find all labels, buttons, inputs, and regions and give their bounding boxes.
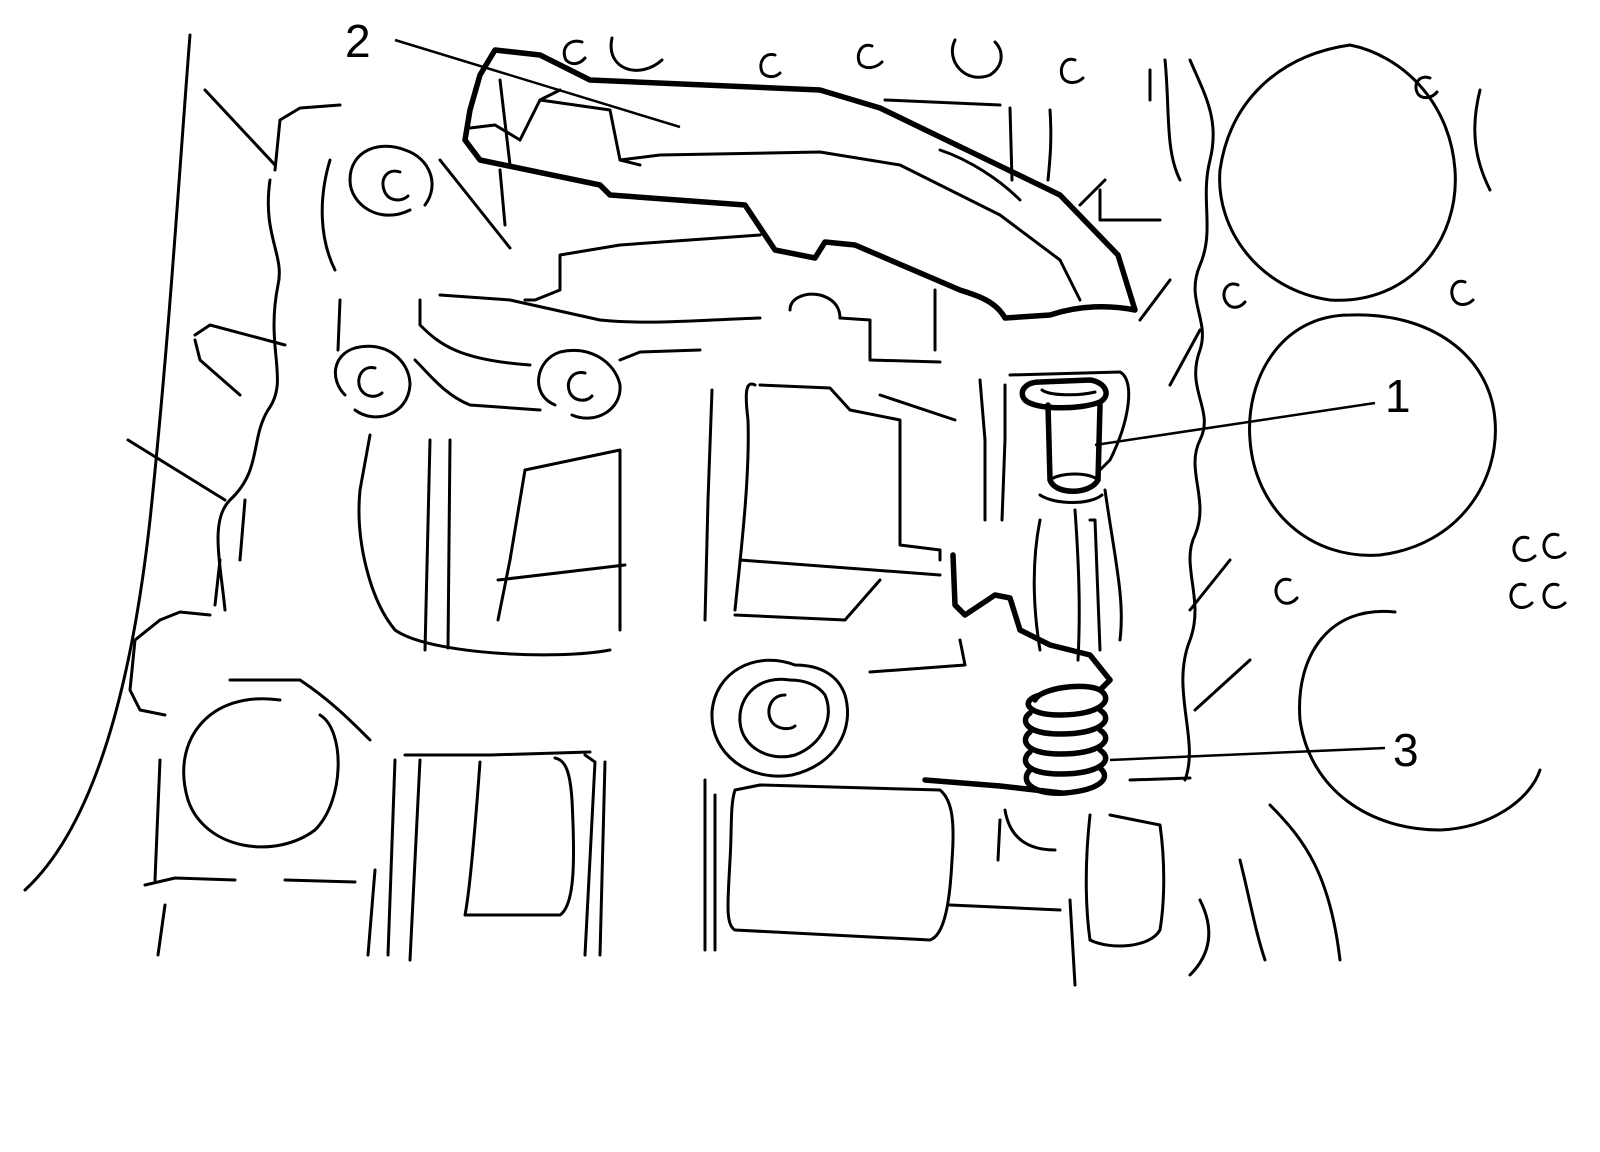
bottom-right-slot [996, 808, 1211, 987]
casting-right-edge [1138, 58, 1492, 962]
boss-mid-left [333, 298, 542, 419]
boss-upper-left [320, 144, 512, 272]
bore-right-upper [1218, 43, 1457, 302]
top-c-marks [562, 36, 1085, 182]
pin-part-1 [1019, 377, 1109, 504]
pin-bore [1000, 370, 1192, 782]
callout-label-1: 1 [1385, 370, 1411, 422]
bore-lower-left [182, 697, 340, 849]
callout-2: 2 [345, 15, 681, 129]
spring-part-3 [922, 552, 1113, 796]
center-right-window [703, 378, 987, 674]
callout-label-2: 2 [345, 15, 371, 67]
bore-right-middle [1222, 279, 1497, 557]
boss-center-left [537, 348, 702, 420]
callout-label-3: 3 [1393, 724, 1419, 776]
center-left-window [357, 433, 627, 657]
bore-right-lower [1274, 532, 1567, 832]
bottom-center-slot [703, 778, 1062, 952]
bottom-left-slot [386, 750, 607, 962]
center-body [438, 68, 1162, 364]
callout-1: 1 [1094, 370, 1411, 447]
callout-3: 3 [1109, 724, 1419, 776]
housing-outline [23, 33, 377, 957]
center-bore [710, 658, 850, 778]
detent-lever-part-2 [462, 47, 1138, 321]
